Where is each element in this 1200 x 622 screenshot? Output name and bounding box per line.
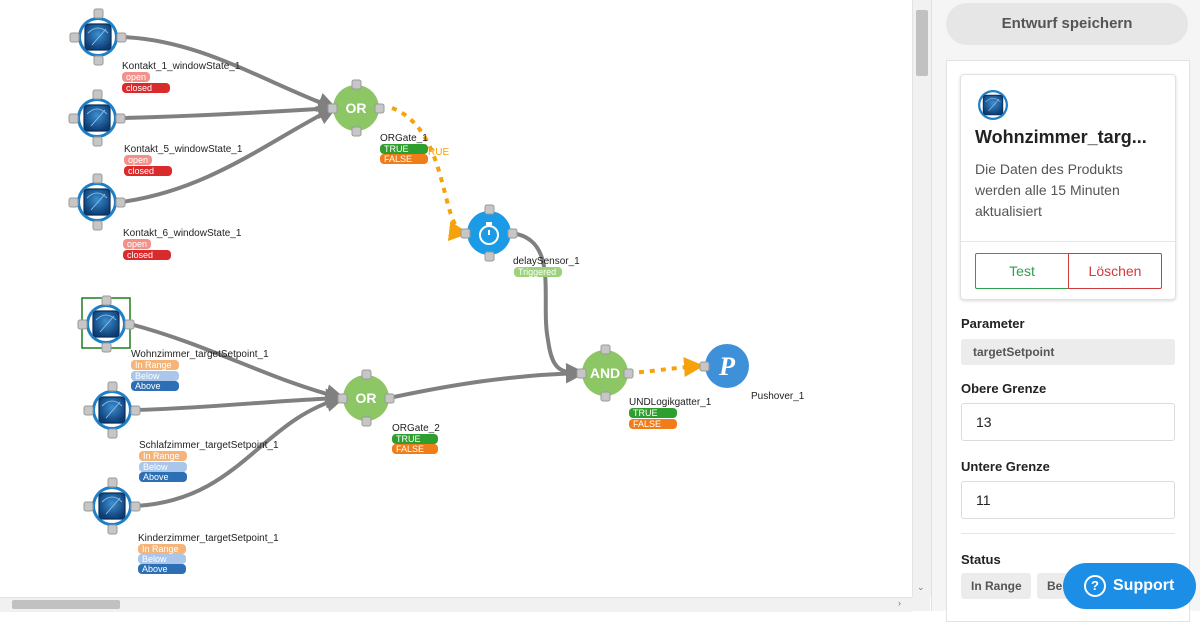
pushover-node[interactable]: P — [699, 344, 749, 388]
sensor-device-icon — [91, 389, 133, 431]
or-gate-1-node[interactable]: OR — [327, 79, 385, 137]
state-false: FALSE — [392, 444, 438, 454]
product-description: Die Daten des Produkts werden alle 15 Mi… — [975, 161, 1123, 219]
edge-delay-and[interactable] — [511, 231, 586, 383]
edge-label-true: RUE — [428, 147, 450, 158]
status-label: Status — [961, 552, 1001, 567]
state-true: TRUE — [380, 144, 428, 154]
lower-limit-label: Untere Grenze — [961, 459, 1050, 474]
state-in-range: In Range — [139, 451, 187, 461]
state-in-range: In Range — [131, 360, 179, 370]
delay-sensor-label: delaySensor_1 — [513, 256, 580, 267]
flow-graph[interactable]: OR OR AND — [0, 0, 912, 597]
state-closed: closed — [122, 83, 170, 93]
sensor-node-schlafzimmer[interactable] — [83, 381, 141, 439]
state-true: TRUE — [629, 408, 677, 418]
sensor-node-kinderzimmer[interactable] — [83, 477, 141, 535]
pushover-label: Pushover_1 — [751, 391, 805, 402]
sensor-label-wohnzimmer: Wohnzimmer_targetSetpoint_1 — [131, 349, 269, 360]
pushover-icon: P — [718, 352, 736, 381]
or-gate-2-node[interactable]: OR — [337, 369, 395, 427]
card-divider — [961, 241, 1175, 242]
sensor-device-icon — [76, 97, 118, 139]
edge-and-pushover[interactable] — [627, 357, 704, 378]
flow-canvas[interactable]: OR OR AND — [0, 0, 912, 597]
state-above: Above — [138, 564, 186, 574]
sensor-label-schlafzimmer: Schlafzimmer_targetSetpoint_1 — [139, 440, 279, 451]
gate-label-undlogikgatter: UNDLogikgatter_1 — [629, 397, 712, 408]
status-chip-in-range[interactable]: In Range — [961, 573, 1031, 599]
gate-label-orgate-1: ORGate_1 — [380, 133, 428, 144]
state-triggered: Triggered — [514, 267, 562, 277]
delay-sensor-node[interactable] — [460, 204, 518, 262]
horizontal-scrollbar[interactable]: › — [0, 597, 912, 612]
sensor-node-kontakt-5[interactable] — [68, 89, 126, 147]
sensor-device-icon — [76, 181, 118, 223]
sensor-label-kontakt-6: Kontakt_6_windowState_1 — [123, 228, 242, 239]
state-below: Below — [131, 371, 179, 381]
or-gate-2-label: OR — [356, 390, 377, 406]
state-below: Below — [138, 554, 186, 564]
sensor-device-icon — [977, 89, 1009, 121]
edge-kontakt1-orgate1[interactable] — [121, 35, 338, 112]
support-button[interactable]: ? Support — [1063, 563, 1196, 609]
scroll-right-arrow-icon[interactable]: › — [898, 598, 901, 608]
and-gate-node[interactable]: AND — [576, 344, 634, 402]
gate-label-orgate-2: ORGate_2 — [392, 423, 440, 434]
sensor-label-kinderzimmer: Kinderzimmer_targetSetpoint_1 — [138, 533, 279, 544]
sensor-label-kontakt-1: Kontakt_1_windowState_1 — [122, 61, 241, 72]
state-closed: closed — [123, 250, 171, 260]
sensor-node-wohnzimmer[interactable] — [77, 295, 135, 353]
state-open: open — [124, 155, 153, 165]
state-above: Above — [139, 472, 187, 482]
edge-kontakt6-orgate1[interactable] — [120, 106, 338, 204]
state-true: TRUE — [392, 434, 438, 444]
status-divider — [961, 533, 1175, 534]
upper-limit-input[interactable] — [961, 403, 1175, 441]
scrollbar-corner — [912, 597, 930, 611]
state-false: FALSE — [629, 419, 677, 429]
properties-content: Wohnzimmer_targ... Die Daten des Produkt… — [946, 60, 1190, 622]
stopwatch-icon — [479, 222, 499, 245]
question-icon: ? — [1084, 575, 1106, 597]
state-open: open — [122, 72, 151, 82]
sensor-device-icon — [85, 303, 127, 345]
product-card: Wohnzimmer_targ... Die Daten des Produkt… — [960, 74, 1176, 300]
sensor-node-kontakt-1[interactable] — [69, 8, 127, 66]
upper-limit-label: Obere Grenze — [961, 381, 1047, 396]
edge-wohnzimmer-orgate2[interactable] — [129, 322, 346, 404]
edge-orgate2-and[interactable] — [388, 363, 586, 400]
edge-group — [120, 35, 704, 508]
state-above: Above — [131, 381, 179, 391]
delete-button[interactable]: Löschen — [1068, 253, 1162, 289]
parameter-label: Parameter — [961, 316, 1025, 331]
sensor-node-kontakt-6[interactable] — [68, 173, 126, 231]
sensor-device-icon — [77, 16, 119, 58]
edge-orgate1-delay[interactable] — [391, 106, 469, 241]
horizontal-scrollbar-thumb[interactable] — [12, 600, 120, 609]
test-button[interactable]: Test — [975, 253, 1069, 289]
vertical-scrollbar-thumb[interactable] — [916, 10, 928, 76]
parameter-value[interactable]: targetSetpoint — [961, 339, 1175, 365]
product-title: Wohnzimmer_targ... — [975, 127, 1147, 147]
support-label: Support — [1113, 577, 1175, 594]
vertical-scrollbar[interactable]: ⌄ — [912, 0, 931, 597]
edge-schlafzimmer-orgate2[interactable] — [135, 388, 346, 412]
state-below: Below — [139, 462, 187, 472]
sensor-device-icon — [91, 485, 133, 527]
and-gate-label: AND — [590, 365, 620, 381]
or-gate-1-label: OR — [346, 100, 367, 116]
sensor-label-kontakt-5: Kontakt_5_windowState_1 — [124, 144, 243, 155]
scroll-down-arrow-icon[interactable]: ⌄ — [917, 582, 925, 592]
lower-limit-input[interactable] — [961, 481, 1175, 519]
state-false: FALSE — [380, 154, 428, 164]
state-closed: closed — [124, 166, 172, 176]
edge-kinderzimmer-orgate2[interactable] — [135, 392, 346, 508]
properties-panel: Entwurf speichern Wohnzimmer_targ... Die… — [931, 0, 1200, 622]
state-in-range: In Range — [138, 544, 186, 554]
save-draft-button[interactable]: Entwurf speichern — [946, 3, 1188, 45]
state-open: open — [123, 239, 152, 249]
edge-kontakt5-orgate1[interactable] — [120, 99, 338, 120]
